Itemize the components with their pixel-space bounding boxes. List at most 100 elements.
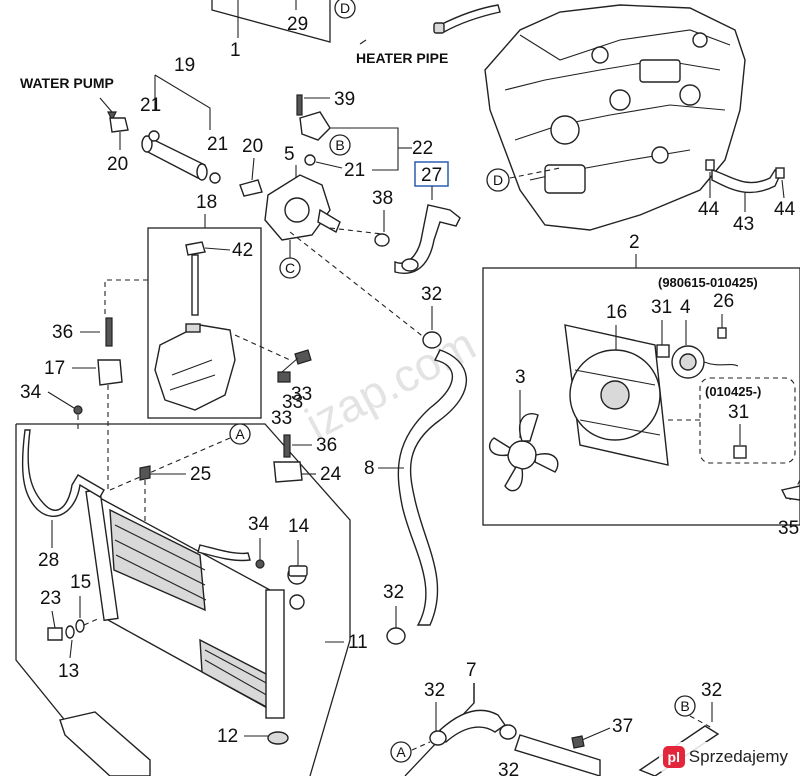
- part-20b-label: 20: [242, 136, 263, 157]
- mount-12: [267, 731, 289, 745]
- ref-a-lower: A: [390, 741, 412, 763]
- part-2-label: 2: [629, 232, 640, 253]
- thermostat-housing: [264, 94, 341, 241]
- pl-flag-icon: pl: [662, 746, 685, 768]
- part-31b-label: 31: [728, 402, 749, 423]
- radiator-core: [85, 488, 307, 719]
- part-19-label: 19: [174, 55, 195, 76]
- part-33b-label: 33: [271, 408, 292, 429]
- small-hose: [197, 544, 251, 562]
- fan-motor: [656, 327, 739, 379]
- connector-35: [780, 485, 800, 501]
- part-31a-label: 31: [651, 297, 672, 318]
- clip-34b: [255, 559, 265, 569]
- part-39-label: 39: [334, 89, 355, 110]
- part-44a-label: 44: [698, 199, 720, 220]
- ref-d-mid: D: [486, 168, 510, 192]
- part-7-label: 7: [466, 660, 477, 681]
- clamp-32a: [422, 331, 442, 349]
- part-28-label: 28: [38, 550, 59, 571]
- part-43-label: 43: [733, 214, 754, 235]
- part-36b-label: 36: [316, 435, 337, 456]
- part-21a-label: 21: [140, 95, 161, 116]
- ref-b-thermostat: B: [329, 134, 351, 156]
- water-pump-label: WATER PUMP: [20, 75, 114, 91]
- part-21c-label: 21: [344, 160, 365, 181]
- clamp-32d: [499, 724, 517, 740]
- bolt-33b: [277, 371, 291, 383]
- radiator-hose-upper: [397, 349, 468, 626]
- bolt-36a: [105, 317, 113, 347]
- part-32d-label: 32: [498, 760, 519, 776]
- ref-c: C: [279, 257, 301, 279]
- part-17-label: 17: [44, 358, 65, 379]
- svg-text:D: D: [493, 172, 503, 188]
- fan-blade: [488, 413, 559, 492]
- part-4-label: 4: [680, 297, 691, 318]
- washer-15: [75, 619, 85, 633]
- badge-text: Sprzedajemy: [688, 747, 788, 766]
- part-32a-label: 32: [421, 284, 442, 305]
- heater-pipe: [433, 4, 501, 34]
- radiator-frame-right: [16, 423, 351, 776]
- lower-hose-7: [439, 709, 506, 744]
- radiator-cap-14: [288, 565, 308, 577]
- bolt-36b: [283, 434, 291, 458]
- part-32c-label: 32: [424, 680, 445, 701]
- part-8-label: 8: [364, 458, 375, 479]
- part-32e-label: 32: [701, 680, 722, 701]
- part-16-label: 16: [606, 302, 627, 323]
- part-32b-label: 32: [383, 582, 404, 603]
- part-23-label: 23: [40, 588, 61, 609]
- bolt-33a: [294, 349, 312, 365]
- clamp-32b: [386, 627, 406, 645]
- fan-shroud: [564, 324, 669, 466]
- part-1-label: 1: [230, 40, 241, 61]
- range-label-1: (980615-010425): [658, 275, 758, 290]
- ref-b-lower: B: [674, 695, 696, 717]
- lower-bracket: [59, 711, 151, 776]
- fan-assembly-frame: [482, 267, 800, 526]
- clamp-38: [374, 233, 390, 247]
- sprzedajemy-badge[interactable]: pl Sprzedajemy: [658, 742, 794, 772]
- part-33c-label: 33: [282, 392, 303, 413]
- hose-27: [394, 204, 461, 274]
- svg-text:D: D: [340, 0, 350, 16]
- part-36a-label: 36: [52, 322, 73, 343]
- sensor-37: [571, 735, 585, 749]
- hose-43: [705, 159, 785, 194]
- range-label-2: (010425-): [705, 384, 761, 399]
- drain-plug-23: [47, 627, 63, 641]
- ref-a-radiator: A: [229, 423, 251, 445]
- top-frame: [211, 0, 331, 43]
- variant-box: [699, 377, 796, 464]
- part-25-label: 25: [190, 464, 211, 485]
- part-34a-label: 34: [20, 382, 42, 403]
- part-24-label: 24: [320, 464, 342, 485]
- engine-block: [484, 4, 746, 231]
- part-3-label: 3: [515, 367, 526, 388]
- part-27-label: 27: [421, 165, 442, 186]
- coolant-reservoir: [154, 241, 236, 411]
- part-15-label: 15: [70, 572, 91, 593]
- heater-pipe-label: HEATER PIPE: [356, 50, 448, 66]
- ref-d-top: D: [334, 0, 356, 19]
- part-37-label: 37: [612, 716, 633, 737]
- part-21b-label: 21: [207, 134, 228, 155]
- part-29-label: 29: [287, 14, 308, 35]
- part-34b-label: 34: [248, 514, 270, 535]
- nut-31: [733, 445, 747, 459]
- svg-text:A: A: [396, 744, 406, 760]
- bracket-24: [273, 461, 303, 483]
- lower-pipe: [514, 734, 601, 776]
- bypass-hose-group: [109, 74, 263, 197]
- svg-text:B: B: [335, 137, 344, 153]
- part-14-label: 14: [288, 516, 310, 537]
- part-22-label: 22: [412, 138, 433, 159]
- part-35-label: 35: [778, 518, 799, 539]
- clamp-32c: [429, 730, 447, 746]
- part-11-label: 11: [348, 632, 368, 653]
- clip-34a: [73, 405, 83, 415]
- part-38-label: 38: [372, 188, 393, 209]
- part-44b-label: 44: [774, 199, 796, 220]
